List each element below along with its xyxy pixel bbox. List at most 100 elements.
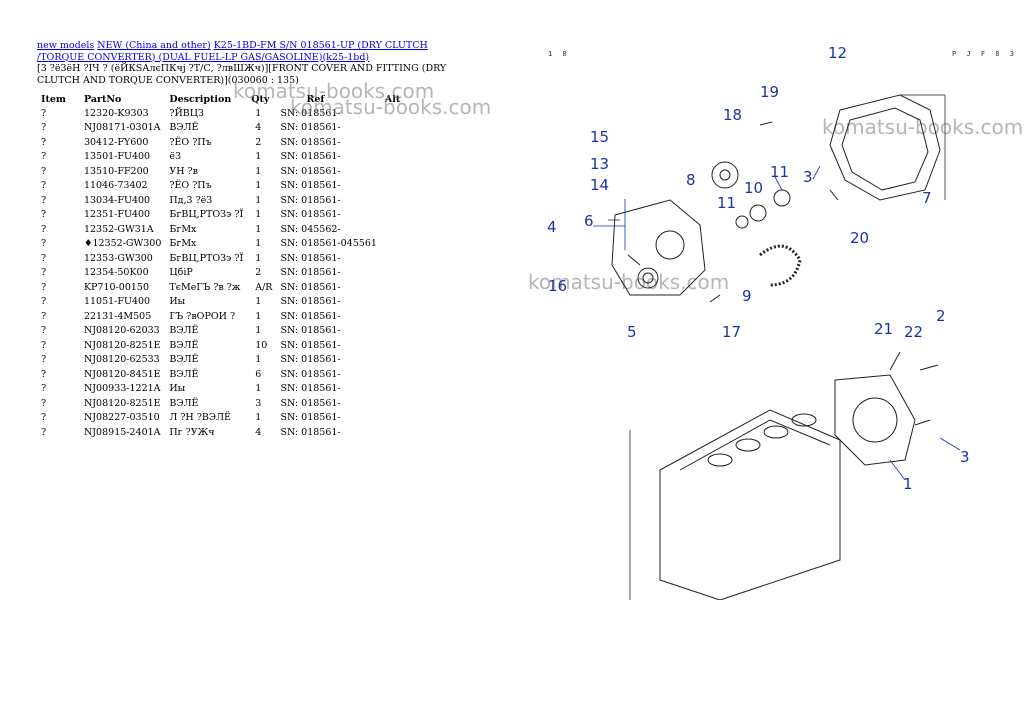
cell-partno: 30412-FY600 <box>83 136 149 148</box>
seal-5 <box>637 267 659 289</box>
front-cover-outline <box>829 94 941 201</box>
cell-item: ? <box>41 165 47 177</box>
cell-item: ? <box>41 194 47 206</box>
cell-ref: SN: 018561- <box>280 107 341 119</box>
callout-label: 10 <box>744 179 763 197</box>
col-item: Item <box>41 93 66 105</box>
gear-cover-outline <box>611 199 706 296</box>
cell-qty: 1 <box>255 194 262 206</box>
page-subtitle: [3 ?ë3ëН ?ІЧ ? (ёЙКSАлєПКчј ?Т/С, ?лвШЖч… <box>37 63 447 86</box>
cell-ref: SN: 018561- <box>280 310 341 322</box>
cell-item: ? <box>41 122 47 134</box>
callout-label: 5 <box>627 323 637 341</box>
cell-partno: 12351-FU400 <box>83 209 151 221</box>
cell-qty: 3 <box>255 397 262 409</box>
cell-partno: NJ08120-62533 <box>83 354 160 366</box>
breadcrumb-link-model[interactable]: K25-1BD-FM S/N 018561-UP (DRY CLUTCH /TO… <box>37 40 428 63</box>
breadcrumb-link-new-china[interactable]: NEW (China and other) <box>97 40 211 51</box>
cell-description: Пд,3 ?ё3 <box>169 194 213 206</box>
cell-ref: SN: 018561- <box>280 136 341 148</box>
cell-description: БгВЦ,РТОЗэ ?Ї <box>169 252 244 264</box>
cell-partno: 22131-4M505 <box>83 310 152 322</box>
cell-description: БгМх <box>169 223 197 235</box>
callout-label: 11 <box>770 163 789 181</box>
cell-item: ? <box>41 354 47 366</box>
cell-qty: 1 <box>255 354 262 366</box>
col-ref: Ref <box>306 93 325 105</box>
col-alt: Alt <box>384 93 401 105</box>
cell-qty: 1 <box>255 223 262 235</box>
cell-partno: NJ08120-62033 <box>83 325 160 337</box>
cell-qty: 4 <box>255 426 262 438</box>
callout-label: 14 <box>590 176 609 194</box>
cell-partno: 13510-FF200 <box>83 165 149 177</box>
callout-label: 4 <box>547 218 557 236</box>
cell-description: ё3 <box>169 151 182 163</box>
cell-item: ? <box>41 325 47 337</box>
cell-item: ? <box>41 339 47 351</box>
callout-label: 7 <box>922 189 932 207</box>
cell-partno: 12354-50K00 <box>83 267 149 279</box>
cell-ref: SN: 018561- <box>280 325 341 337</box>
col-partno: PartNo <box>83 93 122 105</box>
cell-description: ?ЁО ?Пъ <box>169 180 212 192</box>
cell-description: БгМх <box>169 238 197 250</box>
cell-item: ? <box>41 238 47 250</box>
cell-partno: NJ08120-8251E <box>83 339 161 351</box>
cell-description: ВЭЛЁ <box>169 122 199 134</box>
cell-item: ? <box>41 310 47 322</box>
cell-item: ? <box>41 136 47 148</box>
cell-description: ВЭЛЁ <box>169 368 199 380</box>
cell-partno: 12352-GW31A <box>83 223 154 235</box>
cell-ref: SN: 018561- <box>280 383 341 395</box>
cell-description: ?ЁО ?Пъ <box>169 136 212 148</box>
cell-ref: SN: 018561- <box>280 180 341 192</box>
cell-description: ВЭЛЁ <box>169 354 199 366</box>
cell-partno: 12353-GW300 <box>83 252 153 264</box>
cell-ref: SN: 018561- <box>280 165 341 177</box>
cell-qty: 1 <box>255 325 262 337</box>
cell-description: ?ЙВЦЗ <box>169 107 204 119</box>
cell-qty: 1 <box>255 310 262 322</box>
watermark: komatsu-books.com <box>528 270 730 294</box>
gear-10 <box>749 204 767 222</box>
table-header-row: Item PartNo Description Qty Ref Alt <box>37 92 404 106</box>
watermark: komatsu-books.com <box>290 95 492 119</box>
cell-partno: ♦12352-GW300 <box>83 238 162 250</box>
parts-table: Item PartNo Description Qty Ref Alt ?123… <box>37 92 404 440</box>
callout-label: 13 <box>590 155 609 173</box>
callout-label: 11 <box>717 194 736 212</box>
cell-ref: SN: 045562- <box>280 223 341 235</box>
cell-qty: 1 <box>255 238 262 250</box>
cell-partno: 11046-73402 <box>83 180 148 192</box>
callout-label: 22 <box>904 323 923 341</box>
cell-description: ЦбіР <box>169 267 193 279</box>
callout-label: 6 <box>584 212 594 230</box>
breadcrumb: new models NEW (China and other) K25-1BD… <box>37 40 477 86</box>
cell-ref: SN: 018561-045561 <box>280 238 377 250</box>
watermark: komatsu-books.com <box>233 79 435 103</box>
cell-item: ? <box>41 180 47 192</box>
cell-description: Иы <box>169 296 186 308</box>
callout-label: 12 <box>828 44 847 62</box>
cell-qty: 1 <box>255 252 262 264</box>
cell-item: ? <box>41 383 47 395</box>
callout-label: 3 <box>960 448 970 466</box>
cell-qty: 2 <box>255 136 262 148</box>
table-row: ? 22131-4M505 ГЪ ?вОРОИ ? 1 SN: 018561- <box>37 309 404 324</box>
cell-partno: NJ08227-03510 <box>83 412 160 424</box>
callout-label: 19 <box>760 83 779 101</box>
col-description: Description <box>169 93 232 105</box>
cell-description: ГЪ ?вОРОИ ? <box>169 310 236 322</box>
cell-qty: A/R <box>255 281 273 293</box>
breadcrumb-link-new-models[interactable]: new models <box>37 40 95 51</box>
